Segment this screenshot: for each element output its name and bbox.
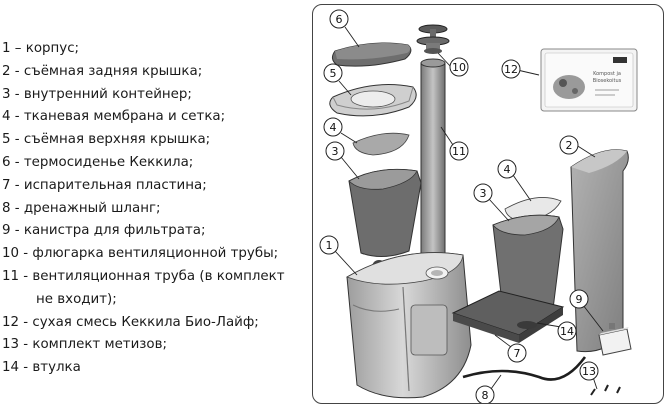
callout-6: 6 bbox=[329, 9, 349, 29]
callout-12: 12 bbox=[501, 59, 521, 79]
legend-item-7: 7 - испарительная пластина; bbox=[2, 177, 207, 193]
filtrate-canister bbox=[598, 323, 632, 356]
parts-legend: 1 – корпус; 2 - съёмная задняя крышка; 3… bbox=[2, 38, 307, 380]
drain-hose bbox=[462, 356, 587, 381]
svg-text:4: 4 bbox=[504, 163, 511, 176]
legend-item-12: 12 - сухая смесь Кеккила Био-Лайф; bbox=[2, 314, 259, 330]
svg-text:4: 4 bbox=[330, 121, 337, 134]
callouts: 6 5 4 3 10 11 12 2 4 3 1 7 14 9 8 13 bbox=[319, 9, 599, 403]
vent-pipe bbox=[420, 58, 446, 264]
callout-9: 9 bbox=[569, 289, 589, 309]
exploded-view-diagram: Kompost ja Biosekoitus 6 5 4 3 10 11 12 … bbox=[319, 9, 638, 403]
callout-10: 10 bbox=[449, 57, 469, 77]
callout-1: 1 bbox=[319, 235, 339, 255]
svg-text:3: 3 bbox=[332, 145, 339, 158]
svg-text:8: 8 bbox=[482, 389, 489, 402]
toilet-body bbox=[346, 252, 472, 399]
svg-text:12: 12 bbox=[504, 63, 518, 76]
vent-cap bbox=[416, 24, 450, 54]
leader-lines bbox=[334, 26, 604, 390]
callout-11: 11 bbox=[449, 141, 469, 161]
svg-text:1: 1 bbox=[326, 239, 333, 252]
svg-text:9: 9 bbox=[576, 293, 583, 306]
callout-14: 14 bbox=[557, 321, 577, 341]
svg-text:6: 6 bbox=[336, 13, 343, 26]
svg-text:11: 11 bbox=[452, 145, 466, 158]
bushing bbox=[517, 321, 537, 329]
bio-life-package: Kompost ja Biosekoitus bbox=[540, 48, 638, 112]
legend-item-13: 13 - комплект метизов; bbox=[2, 337, 168, 353]
svg-text:5: 5 bbox=[330, 67, 337, 80]
membrane-left bbox=[352, 132, 410, 156]
exploded-view-panel: Kompost ja Biosekoitus 6 5 4 3 10 11 12 … bbox=[312, 4, 664, 404]
legend-item-11: 11 - вентиляционная труба (в комплект bbox=[2, 268, 285, 284]
svg-text:14: 14 bbox=[560, 325, 574, 338]
legend-item-1: 1 – корпус; bbox=[2, 41, 80, 56]
legend-item-5: 5 - съёмная верхняя крышка; bbox=[2, 132, 211, 148]
legend-item-2: 2 - съёмная задняя крышка; bbox=[2, 63, 203, 79]
svg-text:7: 7 bbox=[514, 347, 521, 360]
callout-13: 13 bbox=[579, 361, 599, 381]
package-text-line2: Biosekoitus bbox=[593, 78, 622, 84]
svg-text:2: 2 bbox=[566, 139, 573, 152]
rear-cover bbox=[570, 149, 629, 353]
svg-text:10: 10 bbox=[452, 61, 466, 74]
callout-3a: 3 bbox=[325, 141, 345, 161]
top-cover bbox=[329, 84, 417, 117]
callout-4a: 4 bbox=[323, 117, 343, 137]
callout-4b: 4 bbox=[497, 159, 517, 179]
legend-item-8: 8 - дренажный шланг; bbox=[2, 200, 161, 216]
svg-text:13: 13 bbox=[582, 365, 596, 378]
legend-item-9: 9 - канистра для фильтрата; bbox=[2, 223, 206, 239]
legend-item-14: 14 - втулка bbox=[2, 360, 81, 376]
thermo-seat bbox=[331, 42, 412, 67]
callout-5: 5 bbox=[323, 63, 343, 83]
hardware-kit bbox=[590, 384, 621, 396]
svg-text:3: 3 bbox=[480, 187, 487, 200]
callout-3b: 3 bbox=[473, 183, 493, 203]
callout-8: 8 bbox=[475, 385, 495, 403]
callout-7: 7 bbox=[507, 343, 527, 363]
legend-item-4: 4 - тканевая мембрана и сетка; bbox=[2, 109, 226, 125]
legend-item-6: 6 - термосиденье Кеккила; bbox=[2, 154, 194, 170]
callout-2: 2 bbox=[559, 135, 579, 155]
package-text-line1: Kompost ja bbox=[593, 71, 621, 77]
legend-item-3: 3 - внутренний контейнер; bbox=[2, 86, 192, 102]
legend-item-10: 10 - флюгарка вентиляционной трубы; bbox=[2, 246, 279, 262]
legend-item-11-cont: не входит); bbox=[36, 291, 117, 307]
